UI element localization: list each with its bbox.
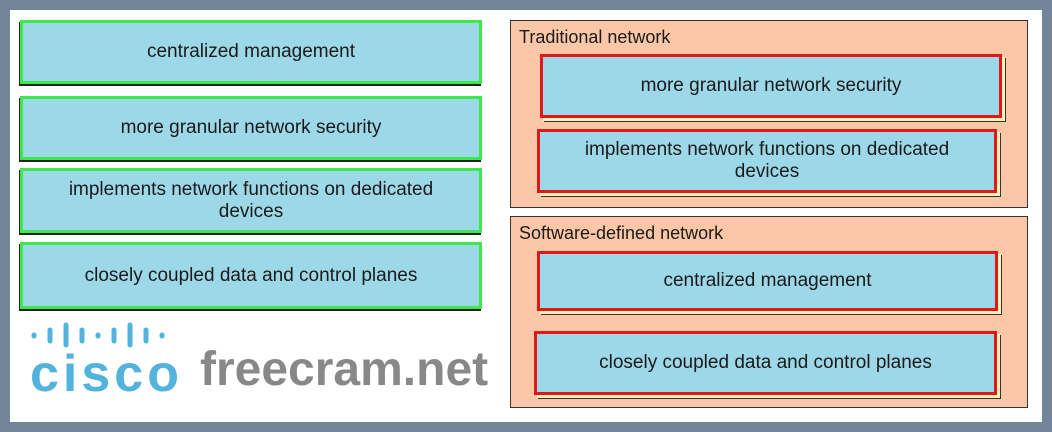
source-item-centralized-management[interactable]: centralized management [20, 20, 482, 84]
item-label: closely coupled data and control planes [599, 352, 932, 373]
item-label: implements network functions on dedicate… [68, 178, 434, 222]
placed-item-granular-security[interactable]: more granular network security [540, 54, 1002, 118]
placed-item-coupled-planes[interactable]: closely coupled data and control planes [534, 331, 997, 395]
item-label: centralized management [663, 270, 872, 291]
source-item-granular-security[interactable]: more granular network security [20, 96, 482, 160]
item-label: more granular network security [640, 75, 902, 96]
source-item-coupled-planes[interactable]: closely coupled data and control planes [20, 242, 482, 309]
item-label: more granular network security [120, 117, 382, 138]
item-label: closely coupled data and control planes [84, 264, 418, 286]
placed-item-dedicated-devices[interactable]: implements network functions on dedicate… [537, 129, 997, 193]
source-item-dedicated-devices[interactable]: implements network functions on dedicate… [20, 168, 482, 233]
zone-title: Traditional network [519, 27, 671, 47]
placed-item-centralized-management[interactable]: centralized management [537, 251, 998, 311]
item-label: implements network functions on dedicate… [584, 139, 950, 182]
item-label: centralized management [146, 41, 356, 62]
zone-title: Software-defined network [519, 223, 724, 243]
